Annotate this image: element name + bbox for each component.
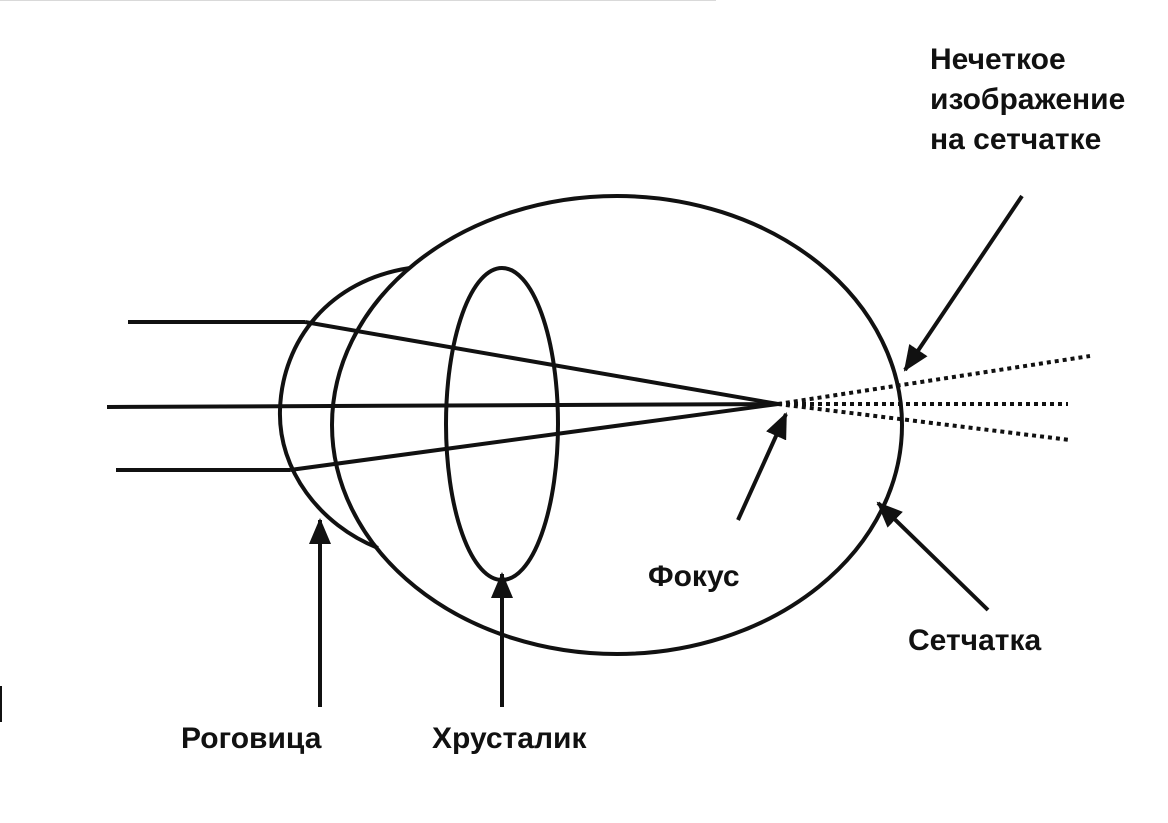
retina-label: Сетчатка bbox=[908, 624, 1042, 657]
diverging-ray-bottom bbox=[777, 402, 1071, 442]
diverging-ray-top bbox=[777, 354, 1091, 406]
blurred-image-label-line-2: изображение bbox=[930, 83, 1126, 116]
focus-arrow bbox=[736, 412, 788, 521]
lens-outline bbox=[444, 266, 560, 582]
blurred-image-label-line-1: Нечеткое bbox=[930, 43, 1066, 76]
cornea-label: Роговица bbox=[181, 722, 322, 755]
blurred-image-label: Нечеткое изображение на сетчатке bbox=[930, 40, 1125, 160]
eyeball-outline bbox=[330, 194, 904, 656]
top-edge-line bbox=[0, 0, 716, 1]
light-ray-top-refracted bbox=[304, 320, 779, 406]
cornea-outline bbox=[277, 266, 411, 550]
light-ray-bottom-refracted bbox=[289, 402, 779, 472]
retina-arrow bbox=[876, 501, 990, 612]
left-edge-mark bbox=[0, 686, 2, 722]
focus-label: Фокус bbox=[648, 560, 740, 593]
blurred-image-label-line-3: на сетчатке bbox=[930, 123, 1102, 156]
light-ray-middle bbox=[106, 402, 779, 409]
blurred-image-arrow bbox=[903, 194, 1024, 372]
lens-label: Хрусталик bbox=[432, 722, 587, 755]
